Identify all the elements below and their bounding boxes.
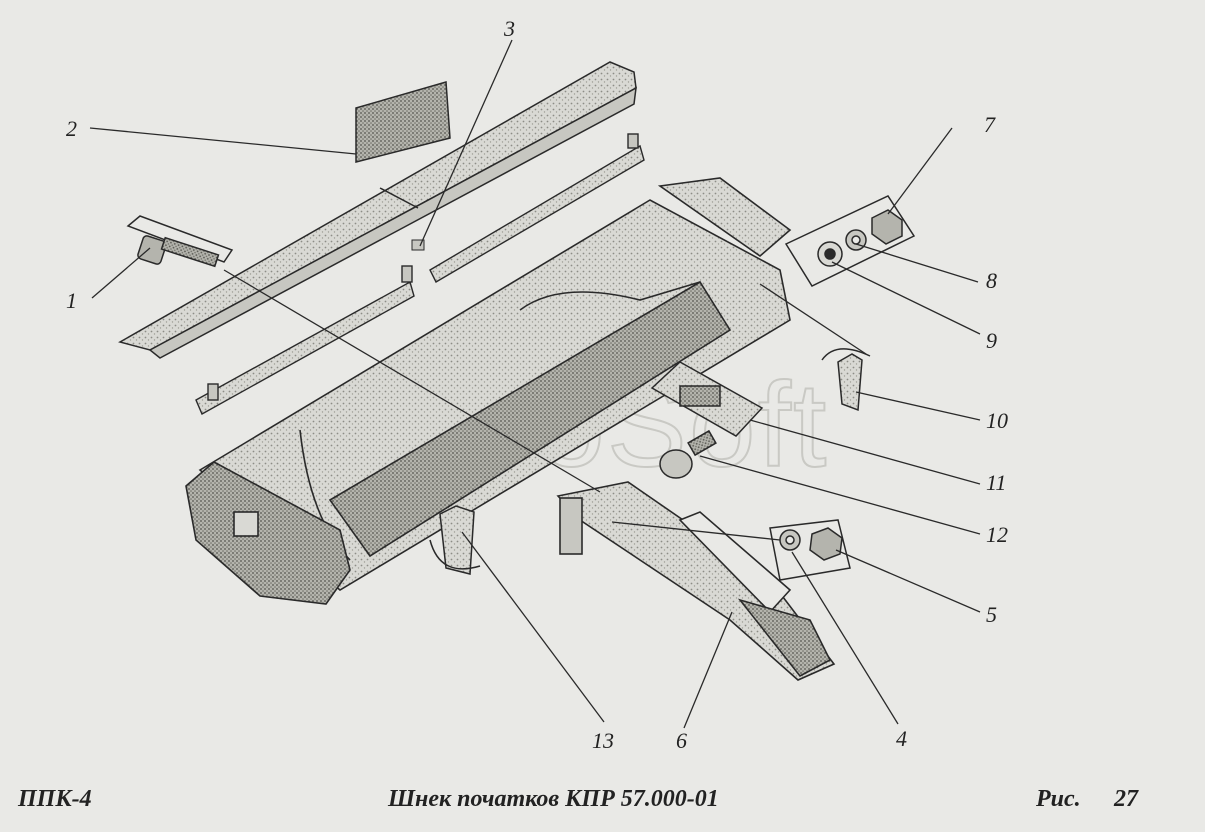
callout-9: 9 [986,328,997,353]
part-3-clip [411,239,425,251]
callout-7: 7 [984,112,996,137]
model-label: ППК-4 [18,786,92,812]
part-2-plate [355,81,451,163]
leader-lines [89,39,981,729]
part-13-bracket [429,505,481,575]
part-1-bolt [126,215,234,268]
parts-4-5-fasteners [769,519,851,581]
end-plate-left [185,461,351,605]
part-11-bracket [650,361,764,437]
drawing-footer: ППК-4 Шнек початков КПР 57.000-01 Рис. 2… [0,786,1205,820]
callout-6: 6 [676,728,687,753]
callout-numbers: 1 2 3 4 5 6 7 8 9 10 11 12 13 [66,16,1008,753]
callout-1: 1 [66,288,77,313]
knife-strip-upper [429,133,645,283]
callout-5: 5 [986,602,997,627]
callout-4: 4 [896,726,907,751]
part-6-support-leg [556,481,836,681]
part-12-bolt [659,429,717,479]
part-2-angle-bar [118,61,637,359]
callout-2: 2 [66,116,77,141]
knife-strip-lower [195,265,415,415]
parts-7-8-9-fasteners [784,195,916,287]
figure-number: 27 [1114,786,1138,812]
callout-12: 12 [986,522,1008,547]
callout-8: 8 [986,268,997,293]
drawing-title: Шнек початков КПР 57.000-01 [388,786,719,812]
callout-3: 3 [503,16,515,41]
part-10-bracket [821,348,871,412]
callout-13: 13 [592,728,614,753]
callout-10: 10 [986,408,1008,433]
auger-trough [198,177,792,591]
exploded-assembly-diagram: AutoSoft [66,16,1008,753]
figure-label: Рис. [1036,786,1081,812]
callout-11: 11 [986,470,1006,495]
